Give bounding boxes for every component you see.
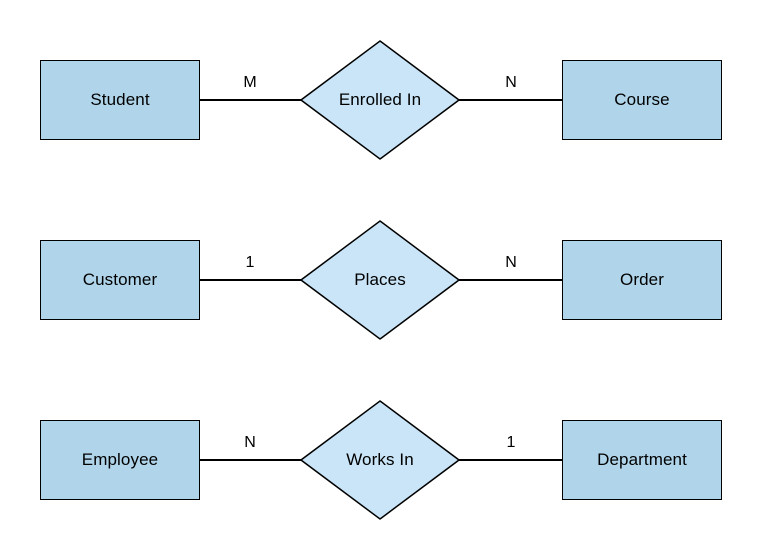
entity-label: Department [597, 450, 687, 469]
connector-line [199, 459, 301, 461]
entity-label: Course [614, 90, 670, 109]
relationship-works-in: Works In [300, 400, 460, 520]
diamond-shape [300, 220, 460, 340]
connector-line [199, 279, 301, 281]
entity-label: Customer [82, 270, 158, 289]
connector-line [199, 99, 301, 101]
cardinality-label: N [505, 254, 517, 271]
entity-label: Student [90, 90, 150, 109]
cardinality-label: N [505, 74, 517, 91]
connector-line [459, 99, 563, 101]
cardinality-label: 1 [506, 434, 516, 451]
relationship-label: Enrolled In [338, 90, 422, 109]
connector-line [459, 279, 563, 281]
cardinality-label: 1 [245, 254, 255, 271]
entity-order: Order [562, 240, 722, 320]
connector-line [459, 459, 563, 461]
relationship-label: Works In [346, 450, 414, 469]
entity-course: Course [562, 60, 722, 140]
entity-customer: Customer [40, 240, 200, 320]
cardinality-label: N [244, 434, 256, 451]
relationship-enrolled-in: Enrolled In [300, 40, 460, 160]
relationship-label: Places [354, 270, 406, 289]
diamond-shape [300, 40, 460, 160]
cardinality-label: M [243, 74, 257, 91]
diamond-shape [300, 400, 460, 520]
entity-employee: Employee [40, 420, 200, 500]
entity-label: Employee [81, 450, 159, 469]
entity-department: Department [562, 420, 722, 500]
entity-label: Order [620, 270, 664, 289]
relationship-places: Places [300, 220, 460, 340]
entity-student: Student [40, 60, 200, 140]
